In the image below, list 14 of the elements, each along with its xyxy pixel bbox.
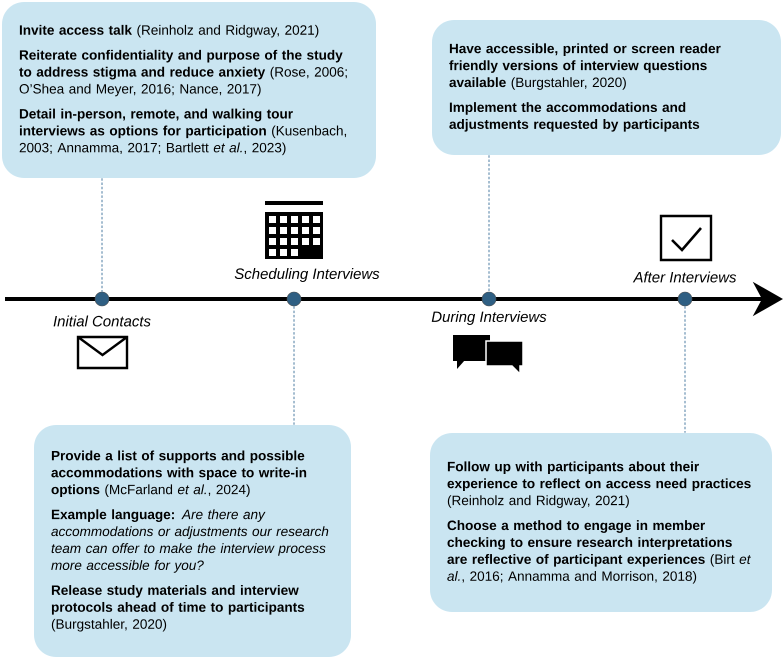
info-box: Invite access talk (Reinholz and Ridgway, 2021) Reiterate confidentiality and purpose of the study to address stigma and reduce anxiety (Rose, 2006; O’Shea and Meyer, 2016; Nance, 2017) Detail in-person, remote, and walking tour interviews as options for participation (Kusenbach, 2003; Annamma, 2017; Bartlett et al., 2023) (2, 2, 376, 178)
leader-line (488, 154, 490, 292)
info-box: Have accessible, printed or screen reader friendly versions of interview questions available (Burgstahler, 2020) Implement the accommodations and adjustments requested by participants (432, 20, 781, 155)
timeline-dot (678, 292, 692, 306)
phase-label: During Interviews (432, 311, 546, 325)
phase-label: After Interviews (632, 272, 736, 282)
phase-label: Scheduling Interviews (234, 268, 380, 282)
info-box: Provide a list of supports and possible accommodations with space to write-in options (McFarland et al., 2024) Example language: Are there any accommodations or adjustments our research team can offer to make the interview process more accessible for you? Release study materials and interview protocols ahead of time to participants (Burgstahler, 2020) (34, 425, 351, 657)
timeline-dot (482, 292, 496, 306)
timeline-dot (94, 292, 110, 306)
leader-line (684, 306, 686, 434)
phase-label: Initial Contacts (54, 316, 151, 326)
info-box: Follow up with participants about their experience to reflect on access need practices (Reinholz and Ridgway, 2021) Choose a method to engage in member checking to ensure research interpretations are reflective of participant experiences (Birt et al., 2016; Annamma and Morrison, 2018) (430, 433, 772, 612)
timeline-dot (286, 292, 302, 306)
